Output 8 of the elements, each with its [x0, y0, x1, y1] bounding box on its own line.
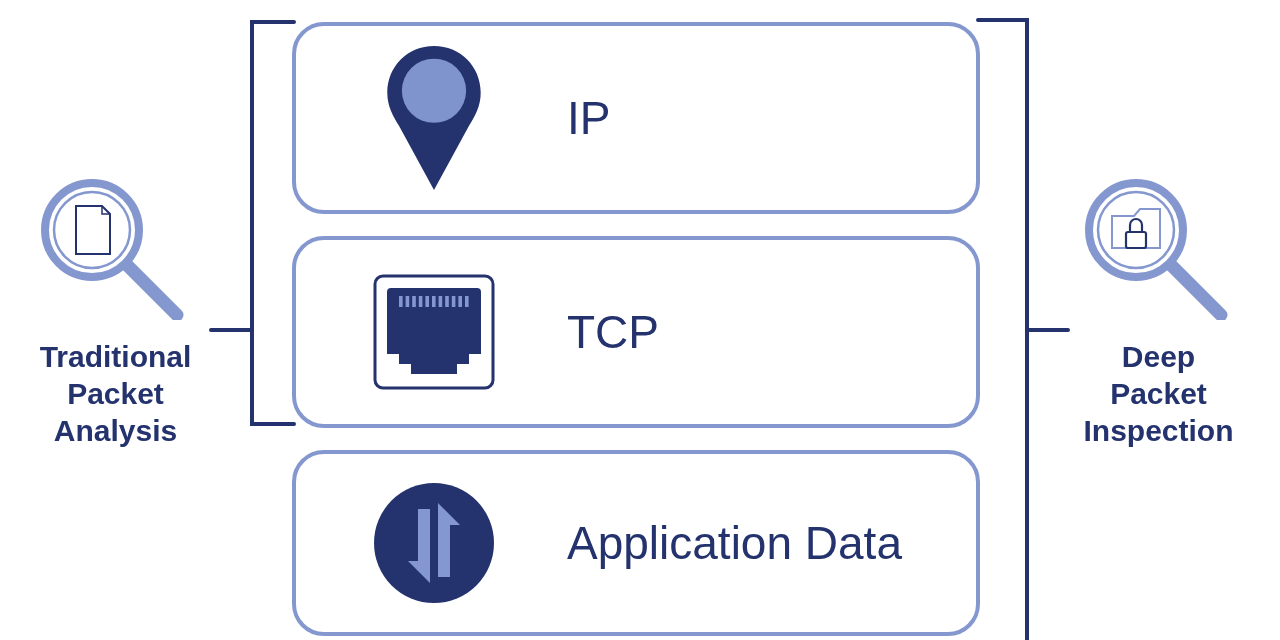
layer-box [292, 450, 980, 636]
layer-title: TCP [567, 305, 659, 359]
category-label: Deep Packet Inspection [1082, 339, 1235, 449]
layer-box [292, 22, 980, 214]
layer-title: IP [567, 91, 611, 145]
category-label: Traditional Packet Analysis [38, 339, 193, 449]
layer-box [292, 236, 980, 428]
layer-title: Application Data [567, 516, 902, 570]
